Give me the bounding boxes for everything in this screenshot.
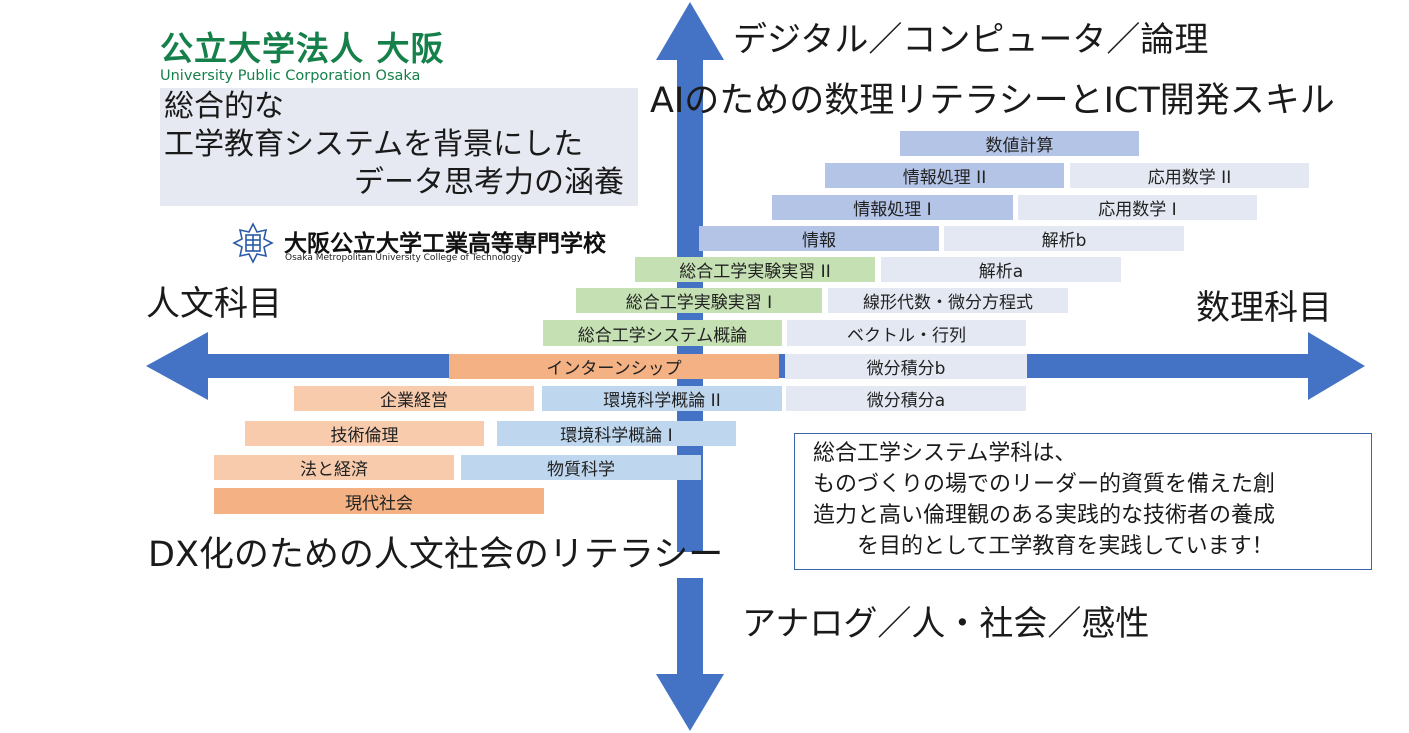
subject-applied-math-1: 応用数学 I: [1018, 195, 1257, 220]
university-logo: 公立大学法人 大阪 University Public Corporation …: [160, 22, 445, 84]
subject-information: 情報: [699, 226, 939, 251]
subject-information-processing-1: 情報処理 I: [772, 195, 1013, 220]
subject-vectors-matrices: ベクトル・行列: [787, 320, 1026, 346]
university-name-jp: 公立大学法人 大阪: [160, 29, 445, 68]
axis-top-sublabel: AIのための数理リテラシーとICT開発スキル: [650, 81, 1335, 121]
message-line-1: 総合工学システム学科は、: [813, 441, 1077, 466]
subject-calculus-b: 微分積分b: [785, 354, 1027, 379]
intro-line-2: 工学教育システムを背景にした: [164, 127, 584, 162]
subject-law-and-economics: 法と経済: [214, 455, 454, 480]
axis-right-label: 数理科目: [1196, 288, 1332, 328]
college-emblem-icon: [232, 222, 274, 264]
college-name-jp: 大阪公立大学工業高等専門学校: [284, 231, 606, 257]
subject-materials-science: 物質科学: [461, 455, 701, 480]
subject-linear-algebra-differential-equations: 線形代数・微分方程式: [828, 288, 1068, 313]
subject-environmental-science-1: 環境科学概論 I: [497, 421, 736, 446]
axis-bottom-label: アナログ／人・社会／感性: [742, 604, 1150, 644]
down-arrow-head: [656, 674, 724, 731]
subject-modern-society: 現代社会: [214, 488, 544, 514]
department-message-box: 総合工学システム学科は、 ものづくりの場でのリーダー的資質を備えた創 造力と高い…: [794, 433, 1372, 570]
subject-applied-math-2: 応用数学 II: [1070, 163, 1309, 188]
intro-box: 総合的な 工学教育システムを背景にした データ思考力の涵養: [160, 88, 638, 206]
intro-line-1: 総合的な: [164, 89, 284, 124]
axis-left-label: 人文科目: [146, 284, 282, 324]
subject-internship: インターンシップ: [449, 354, 779, 379]
message-line-3: 造力と高い倫理観のある実践的な技術者の養成: [813, 503, 1276, 528]
subject-analysis-a: 解析a: [881, 257, 1121, 282]
college-name-en: Osaka Metropolitan University College of…: [285, 253, 523, 263]
subject-information-processing-2: 情報処理 II: [825, 163, 1064, 188]
subject-environmental-science-2: 環境科学概論 II: [542, 386, 782, 411]
message-line-4: を目的として工学教育を実践しています！: [813, 534, 1274, 559]
axis-bottom-sublabel: DX化のための人文社会のリテラシー: [148, 535, 724, 575]
axis-top-label: デジタル／コンピュータ／論理: [733, 20, 1209, 60]
subject-engineering-systems-intro: 総合工学システム概論: [543, 320, 782, 346]
subject-calculus-a: 微分積分a: [786, 386, 1026, 411]
subject-numerical-calculation: 数値計算: [900, 131, 1139, 156]
subject-engineering-experiment-1: 総合工学実験実習 I: [576, 288, 822, 313]
intro-line-3: データ思考力の涵養: [354, 165, 624, 200]
right-arrow-head: [1308, 332, 1365, 400]
subject-analysis-b: 解析b: [944, 226, 1184, 251]
subject-engineering-ethics: 技術倫理: [245, 421, 484, 446]
vertical-axis-lower: [677, 578, 703, 674]
university-name-en: University Public Corporation Osaka: [160, 68, 421, 84]
message-line-2: ものづくりの場でのリーダー的資質を備えた創: [813, 472, 1276, 497]
up-arrow-head: [656, 2, 724, 60]
left-arrow-head: [146, 332, 208, 400]
subject-engineering-experiment-2: 総合工学実験実習 II: [635, 257, 875, 282]
subject-business-management: 企業経営: [294, 386, 534, 411]
